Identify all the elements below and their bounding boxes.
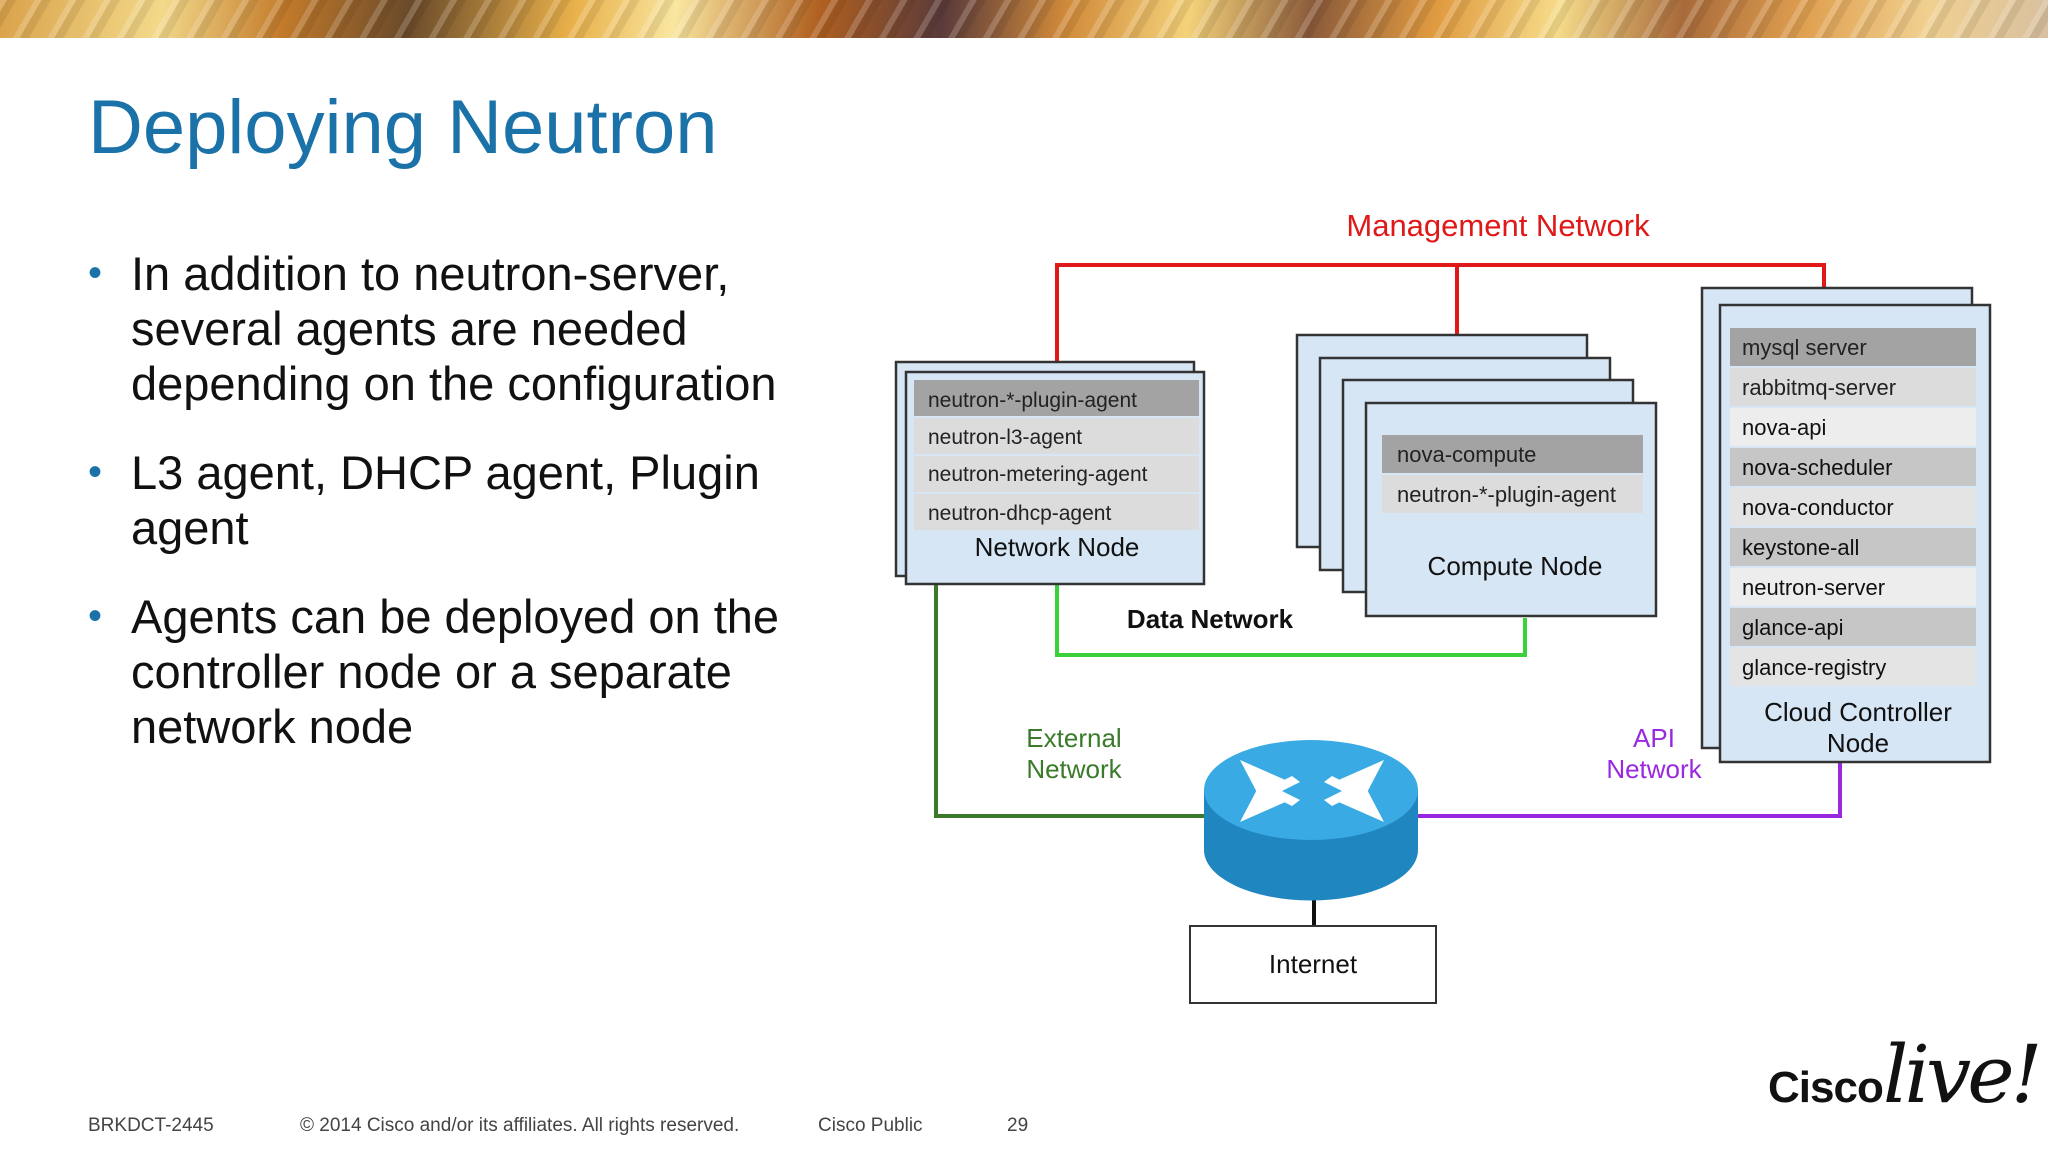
bullet-dot-icon: • bbox=[88, 450, 103, 494]
service-label: neutron-metering-agent bbox=[928, 463, 1148, 486]
controller-node-label-2: Node bbox=[1827, 728, 1889, 758]
service-row bbox=[1730, 528, 1976, 566]
service-row bbox=[1730, 328, 1976, 366]
bullet-list: • In addition to neutron-server, several … bbox=[88, 246, 868, 788]
service-label: neutron-*-plugin-agent bbox=[928, 389, 1137, 412]
service-label: nova-scheduler bbox=[1742, 455, 1892, 480]
footer-copyright: © 2014 Cisco and/or its affiliates. All … bbox=[300, 1115, 740, 1136]
bullet-item: • Agents can be deployed on the controlle… bbox=[88, 589, 868, 754]
bullet-text: Agents can be deployed on the controller… bbox=[131, 590, 780, 753]
internet-box bbox=[1189, 925, 1437, 1004]
service-row bbox=[914, 456, 1199, 492]
service-row bbox=[1730, 488, 1976, 526]
service-label: glance-api bbox=[1742, 615, 1844, 640]
service-label: nova-compute bbox=[1397, 442, 1536, 467]
service-row bbox=[1730, 368, 1976, 406]
bullet-item: • In addition to neutron-server, several … bbox=[88, 246, 868, 411]
header-banner bbox=[0, 0, 2048, 38]
controller-node-label-1: Cloud Controller bbox=[1764, 697, 1952, 727]
controller-node: mysql server rabbitmq-server nova-api no… bbox=[1700, 286, 1992, 764]
service-row bbox=[1730, 608, 1976, 646]
management-bus bbox=[1055, 263, 1826, 362]
service-row bbox=[1730, 568, 1976, 606]
service-label: mysql server bbox=[1742, 335, 1867, 360]
service-row bbox=[1730, 408, 1976, 446]
footer-page-number: 29 bbox=[1007, 1115, 1029, 1136]
service-row bbox=[1382, 435, 1643, 473]
bullet-text: L3 agent, DHCP agent, Plugin agent bbox=[131, 446, 760, 554]
bullet-item: • L3 agent, DHCP agent, Plugin agent bbox=[88, 445, 868, 555]
api-network-label-2: Network bbox=[1606, 754, 1702, 784]
service-row bbox=[1730, 448, 1976, 486]
slide-title: Deploying Neutron bbox=[88, 85, 718, 170]
logo-live-text: live! bbox=[1882, 1028, 2043, 1121]
bullet-dot-icon: • bbox=[88, 251, 103, 295]
service-label: rabbitmq-server bbox=[1742, 375, 1896, 400]
api-network-label-1: API bbox=[1633, 723, 1675, 753]
network-node: neutron-*-plugin-agent neutron-l3-agent … bbox=[894, 360, 1206, 586]
service-row bbox=[914, 494, 1199, 530]
service-label: neutron-*-plugin-agent bbox=[1397, 482, 1616, 507]
service-row bbox=[914, 418, 1199, 454]
logo-cisco-text: Cisco bbox=[1768, 1063, 1884, 1112]
compute-node: nova-compute neutron-*-plugin-agent Comp… bbox=[1295, 333, 1658, 618]
service-row bbox=[914, 380, 1199, 416]
management-network-lines bbox=[1055, 263, 1826, 362]
bullet-text: In addition to neutron-server, several a… bbox=[131, 247, 777, 410]
service-label: nova-conductor bbox=[1742, 495, 1894, 520]
service-label: keystone-all bbox=[1742, 535, 1859, 560]
bullet-dot-icon: • bbox=[88, 594, 103, 638]
data-network-line bbox=[1055, 582, 1527, 657]
service-row bbox=[1730, 648, 1976, 686]
api-network-line bbox=[1415, 762, 1842, 818]
service-label: nova-api bbox=[1742, 415, 1826, 440]
compute-node-label: Compute Node bbox=[1428, 551, 1603, 581]
management-network-label: Management Network bbox=[1346, 208, 1650, 243]
service-row bbox=[1382, 475, 1643, 513]
external-network-line bbox=[934, 582, 1210, 818]
data-network-label: Data Network bbox=[1127, 604, 1294, 634]
cisco-live-logo: Ciscolive! bbox=[1768, 1028, 2043, 1121]
internet-label: Internet bbox=[1269, 949, 1358, 979]
router-icon bbox=[1204, 740, 1418, 901]
footer-session-code: BRKDCT-2445 bbox=[88, 1115, 214, 1136]
network-node-label: Network Node bbox=[975, 532, 1140, 562]
service-label: neutron-l3-agent bbox=[928, 426, 1082, 449]
external-network-label-1: External bbox=[1026, 723, 1121, 753]
footer-classification: Cisco Public bbox=[818, 1115, 923, 1136]
service-label: neutron-dhcp-agent bbox=[928, 502, 1111, 525]
service-label: neutron-server bbox=[1742, 575, 1885, 600]
external-network-label-2: Network bbox=[1026, 754, 1122, 784]
service-label: glance-registry bbox=[1742, 655, 1886, 680]
